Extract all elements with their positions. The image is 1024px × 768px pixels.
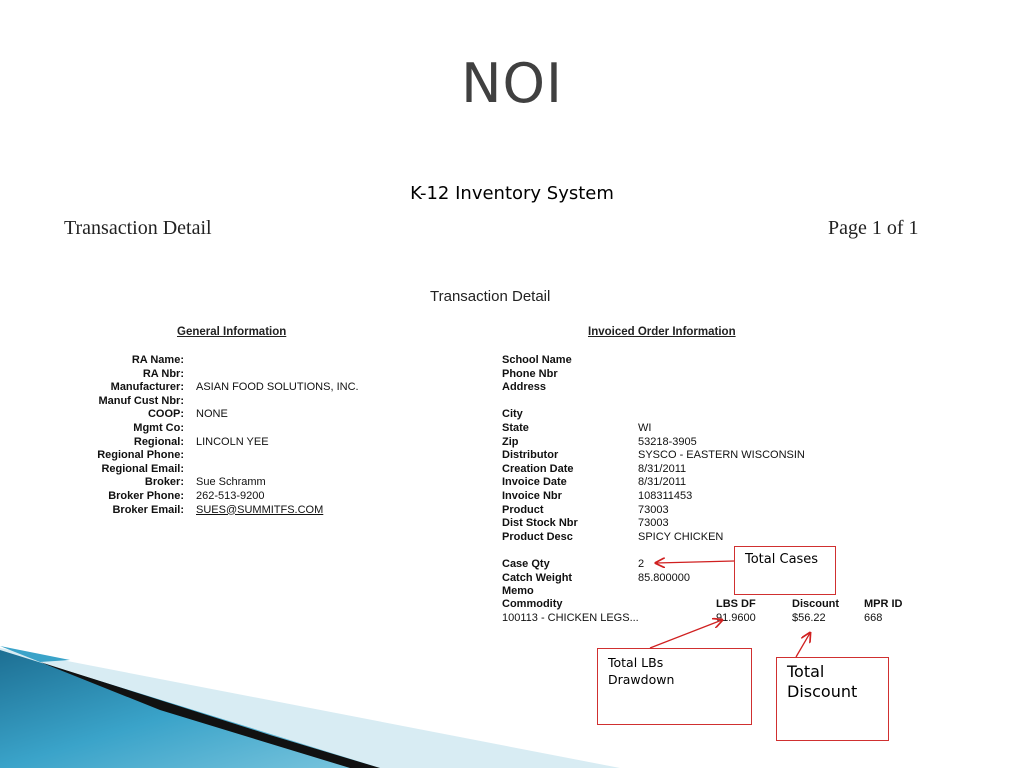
doc-header-right: Page 1 of 1 <box>828 217 919 239</box>
total-cases-label: Total Cases <box>745 552 819 567</box>
state-value: WI <box>638 421 652 434</box>
field-label: Creation Date <box>502 462 574 475</box>
distributor-value: SYSCO - EASTERN WISCONSIN <box>638 449 805 462</box>
field-label: Regional Email: <box>101 462 184 475</box>
invoice-nbr-value: 108311453 <box>638 489 693 502</box>
field-label: State <box>502 421 529 434</box>
field-label: Broker Email: <box>112 503 184 516</box>
field-label: Manufacturer: <box>110 381 184 394</box>
field-label: City <box>502 408 523 421</box>
field-label: Broker Phone: <box>108 489 184 502</box>
case-qty-value: 2 <box>638 557 645 570</box>
field-label: Memo <box>502 585 534 598</box>
doc-header-left: Transaction Detail <box>64 217 212 239</box>
dist-stock-nbr-value: 73003 <box>638 517 669 530</box>
field-label: RA Name: <box>131 354 184 366</box>
lbs-df-header: LBS DF <box>716 598 756 610</box>
field-label: Product <box>502 503 544 516</box>
total-discount-line1: Total <box>787 662 825 681</box>
total-discount-line2: Discount <box>787 682 858 701</box>
field-label: COOP: <box>147 408 184 421</box>
total-lbs-arrow <box>649 620 722 649</box>
total-lbs-line2: Drawdown <box>608 672 675 687</box>
field-label: Product Desc <box>502 530 573 543</box>
zip-value: 53218-3905 <box>638 435 697 448</box>
general-information-heading: General Information <box>177 326 287 338</box>
invoiced-order-heading: Invoiced Order Information <box>588 326 736 338</box>
general-info-values: ASIAN FOOD SOLUTIONS, INC. NONE LINCOLN … <box>196 354 359 517</box>
total-lbs-callout: Total LBs Drawdown <box>597 648 752 725</box>
field-label: Broker: <box>144 476 184 489</box>
mpr-id-header: MPR ID <box>864 598 903 610</box>
doc-title: Transaction Detail <box>430 288 551 305</box>
discount-header: Discount <box>792 598 840 610</box>
field-label: Zip <box>502 435 519 448</box>
field-label: Regional Phone: <box>97 449 184 462</box>
catch-weight-value: 85.800000 <box>638 571 690 584</box>
total-lbs-label: Total LBs Drawdown <box>608 654 674 688</box>
total-cases-arrow <box>656 561 735 563</box>
mpr-id-value: 668 <box>864 612 883 624</box>
lbs-df-value: 91.9600 <box>716 612 756 624</box>
manufacturer-value: ASIAN FOOD SOLUTIONS, INC. <box>196 381 359 394</box>
discount-value: $56.22 <box>792 612 826 624</box>
field-label: Regional: <box>133 435 184 448</box>
invoice-date-value: 8/31/2011 <box>638 476 687 489</box>
total-discount-label: Total Discount <box>787 662 857 702</box>
field-label: Case Qty <box>502 557 550 570</box>
broker-email-link[interactable]: SUES@SUMMITFS.COM <box>196 503 324 516</box>
field-label: Catch Weight <box>502 571 573 584</box>
commodity-header: Commodity <box>502 598 563 610</box>
general-info-labels: RA Name: RA Nbr: Manufacturer: Manuf Cus… <box>60 354 184 517</box>
total-lbs-line1: Total LBs <box>608 655 664 670</box>
field-label: RA Nbr: <box>142 367 184 380</box>
field-label: Distributor <box>502 449 559 462</box>
field-label: Address <box>502 381 547 394</box>
total-discount-callout: Total Discount <box>776 657 889 741</box>
slide-subtitle: K-12 Inventory System <box>410 183 614 204</box>
invoiced-order-values: WI 53218-3905 SYSCO - EASTERN WISCONSIN … <box>638 354 805 599</box>
coop-value: NONE <box>196 408 228 421</box>
field-label: Phone Nbr <box>502 367 558 380</box>
product-desc-value: SPICY CHICKEN <box>638 530 724 543</box>
field-label: Invoice Nbr <box>502 489 562 502</box>
creation-date-value: 8/31/2011 <box>638 462 687 475</box>
broker-phone-value: 262-513-9200 <box>196 489 265 502</box>
product-value: 73003 <box>638 503 669 516</box>
regional-value: LINCOLN YEE <box>196 435 269 448</box>
commodity-value: 100113 - CHICKEN LEGS... <box>502 612 639 624</box>
slide-title: NOI <box>461 52 563 115</box>
field-label: School Name <box>502 354 572 366</box>
invoiced-order-labels: School Name Phone Nbr Address City State… <box>502 354 578 599</box>
total-discount-arrow <box>795 633 810 658</box>
field-label: Manuf Cust Nbr: <box>98 394 184 407</box>
total-cases-callout: Total Cases <box>734 546 836 595</box>
broker-value: Sue Schramm <box>196 476 266 489</box>
field-label: Invoice Date <box>502 476 567 489</box>
field-label: Mgmt Co: <box>133 421 184 434</box>
field-label: Dist Stock Nbr <box>502 517 578 530</box>
